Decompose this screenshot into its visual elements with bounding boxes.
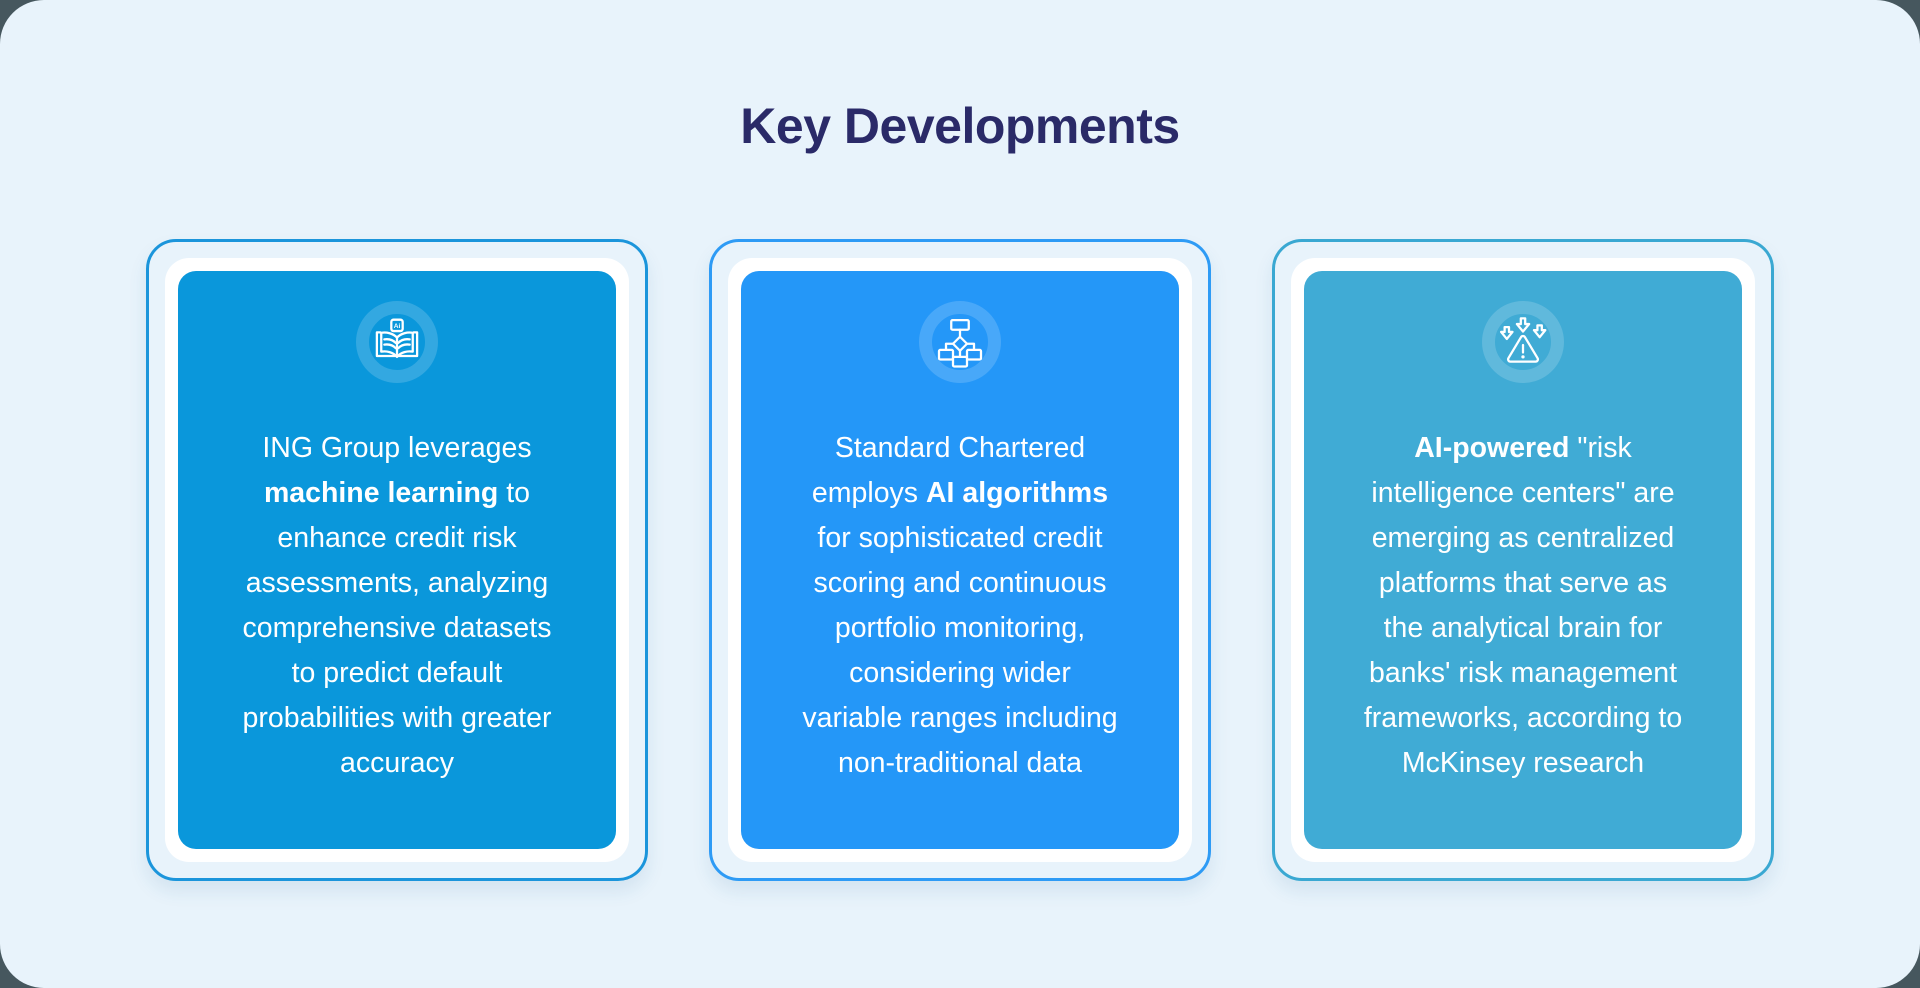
text-line: banks' risk management [1368,657,1677,689]
text-line: the analytical brain for [1383,612,1663,644]
text-line: AI-powered "risk [1414,432,1632,464]
text-line: to predict default [291,657,503,689]
card-panel: AI-powered "risk intelligence centers" ar… [1304,271,1742,849]
text-line: Standard Chartered [834,432,1086,464]
card-panel: Ai ING Group leverages machine learning t… [178,271,616,849]
card-text: ING Group leverages machine learning to en… [225,383,570,849]
card-text: Standard Chartered employs AI algorithms f… [784,383,1135,849]
text-line: variable ranges including [802,702,1118,734]
text-line: non-traditional data [837,747,1082,779]
card-standard-chartered: Standard Chartered employs AI algorithms f… [709,239,1211,881]
icon-ring: Ai [356,301,438,383]
cards-row: Ai ING Group leverages machine learning t… [0,239,1920,881]
card-frame: Standard Chartered employs AI algorithms f… [728,258,1192,862]
text-line: accuracy [339,747,455,779]
icon-ring [919,301,1001,383]
text-line: intelligence centers" are [1371,477,1675,509]
card-panel: Standard Chartered employs AI algorithms f… [741,271,1179,849]
text-line: employs AI algorithms [811,477,1109,509]
text-line: platforms that serve as [1378,567,1668,599]
text-line: portfolio monitoring, [834,612,1086,644]
text-line: scoring and continuous [813,567,1107,599]
card-text: AI-powered "risk intelligence centers" ar… [1346,383,1700,849]
card-frame: AI-powered "risk intelligence centers" ar… [1291,258,1755,862]
icon-ring [1482,301,1564,383]
text-line: emerging as centralized [1371,522,1675,554]
text-line: ING Group leverages [262,432,532,464]
text-line: McKinsey research [1401,747,1645,779]
text-line: machine learning to [263,477,531,509]
ai-chip-label: Ai [394,323,401,330]
risk-alert-icon [1499,317,1547,363]
text-line: comprehensive datasets [242,612,552,644]
text-line: enhance credit risk [277,522,517,554]
page-title: Key Developments [740,98,1180,154]
text-line: considering wider [849,657,1071,689]
flowchart-icon [937,318,983,368]
card-ing-group: Ai ING Group leverages machine learning t… [146,239,648,881]
text-line: assessments, analyzing [245,567,549,599]
ai-book-icon: Ai [375,318,419,359]
text-line: for sophisticated credit [817,522,1103,554]
text-line: probabilities with greater [242,702,552,734]
card-frame: Ai ING Group leverages machine learning t… [165,258,629,862]
card-risk-intelligence: AI-powered "risk intelligence centers" ar… [1272,239,1774,881]
text-line: frameworks, according to [1363,702,1683,734]
